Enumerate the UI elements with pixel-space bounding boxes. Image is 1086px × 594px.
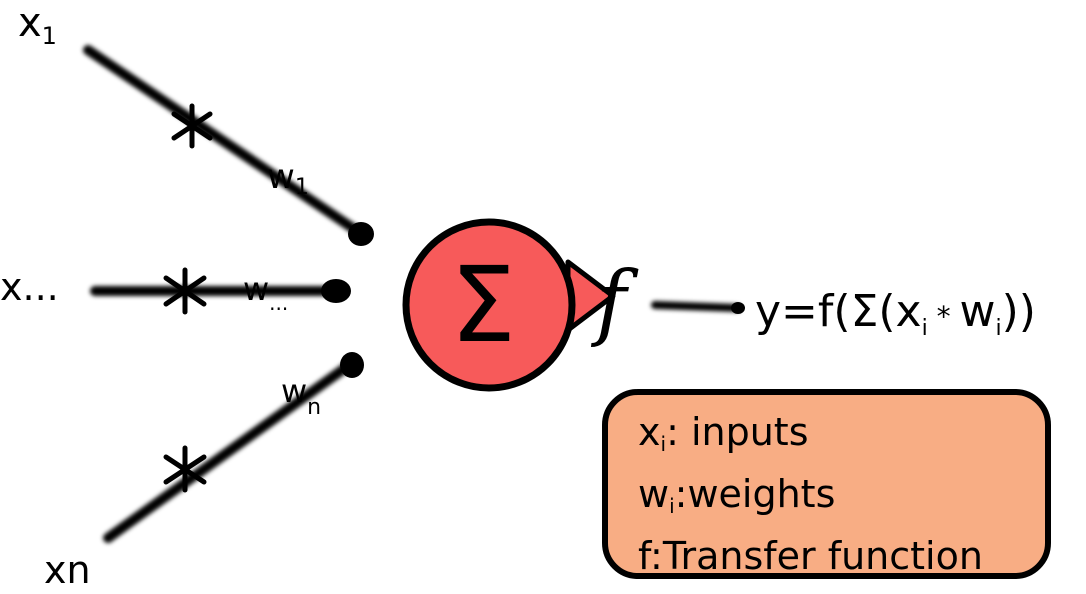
- legend-subscript: i: [660, 432, 667, 456]
- weight-label-1: w1: [267, 157, 309, 200]
- legend-text: : inputs: [666, 410, 809, 454]
- summation-neuron: [402, 218, 576, 392]
- connection-line-1: [83, 45, 365, 238]
- legend-item-inputs: xi: inputs: [638, 407, 1045, 469]
- output-connection-line: [651, 301, 741, 312]
- input-label-1: x1: [18, 0, 57, 50]
- multiply-marker-3: [163, 445, 207, 493]
- legend-item-weights: wi:weights: [638, 469, 1045, 531]
- weight-label-2: w...: [243, 270, 288, 315]
- weight-label-3: wn: [281, 372, 321, 420]
- input-label-2: x...: [0, 265, 59, 309]
- input-connections: [83, 45, 741, 543]
- connection-line-3: [103, 358, 357, 543]
- legend-box: xi: inputs wi:weights f:Transfer functio…: [602, 389, 1051, 579]
- input-label-3: xn: [44, 548, 91, 592]
- connection-end-dot-1: [348, 222, 374, 246]
- summation-symbol: Σ: [450, 244, 516, 366]
- connection-end-dot-2: [321, 279, 351, 303]
- legend-symbol: f: [638, 534, 651, 578]
- legend-symbol: x: [638, 410, 661, 454]
- legend-text: :Transfer function: [650, 534, 983, 578]
- connection-end-dot-3: [340, 352, 364, 378]
- legend-symbol: w: [638, 472, 670, 516]
- output-end-dot: [731, 302, 745, 314]
- transfer-function-symbol: f: [590, 255, 639, 350]
- multiply-marker-1: [171, 103, 213, 149]
- legend-text: :weights: [674, 472, 836, 516]
- legend-subscript: i: [669, 494, 675, 518]
- multiply-marker-2: [163, 267, 207, 315]
- output-formula: y=f(Σ(xi * wi)): [755, 286, 1036, 341]
- legend-item-transfer-function: f:Transfer function: [638, 531, 1045, 581]
